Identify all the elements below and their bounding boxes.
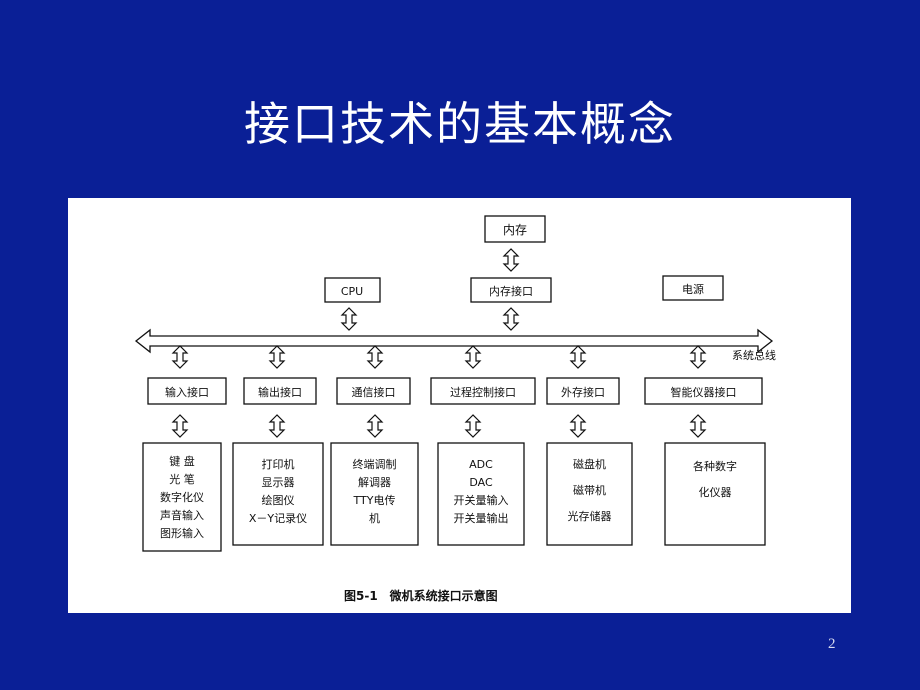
system-bus — [134, 328, 774, 354]
device-arrow-1 — [172, 414, 188, 438]
device-item: 开关量输入 — [454, 493, 509, 507]
device-item: TTY电传 — [353, 494, 396, 507]
cpu-arrow — [341, 307, 357, 331]
device-item: 数字化仪 — [160, 490, 204, 504]
device-arrow-4 — [465, 414, 481, 438]
device-item: 各种数字 — [693, 459, 737, 473]
interface-box-6 — [644, 377, 763, 405]
device-box-1 — [142, 442, 222, 552]
device-item: 光 笔 — [169, 472, 195, 486]
device-item: 化仪器 — [699, 485, 732, 499]
bus-label: 系统总线 — [732, 348, 776, 362]
device-item: 解调器 — [358, 475, 391, 489]
device-item: ADC — [469, 458, 493, 471]
device-item: 显示器 — [262, 476, 295, 489]
device-box-5 — [546, 442, 633, 546]
device-arrow-6 — [690, 414, 706, 438]
interface-box-5 — [546, 377, 620, 405]
bus-arrow-4 — [465, 345, 481, 369]
interface-label-2: 输出接口 — [258, 385, 302, 399]
power-box — [662, 275, 724, 301]
interface-label-4: 过程控制接口 — [450, 385, 516, 399]
memory-label: 内存 — [503, 223, 527, 237]
device-item: 磁盘机 — [573, 457, 606, 471]
device-box-4 — [437, 442, 525, 546]
device-arrow-3 — [367, 414, 383, 438]
device-arrow-5 — [570, 414, 586, 438]
interface-label-1: 输入接口 — [165, 385, 209, 399]
device-item: 光存储器 — [568, 509, 612, 523]
device-item: 图形输入 — [160, 526, 204, 540]
cpu-box — [324, 277, 381, 303]
slide-title: 接口技术的基本概念 — [244, 97, 676, 151]
memory-interface-label: 内存接口 — [489, 284, 533, 298]
device-item: DAC — [469, 476, 493, 489]
bus-arrow-5 — [570, 345, 586, 369]
power-label: 电源 — [682, 282, 704, 296]
page-number: 2 — [828, 636, 836, 652]
bus-arrow-3 — [367, 345, 383, 369]
interface-label-6: 智能仪器接口 — [671, 385, 737, 399]
device-item: 打印机 — [262, 457, 295, 471]
device-box-3 — [330, 442, 419, 546]
bus-arrow-1 — [172, 345, 188, 369]
bus-arrow-2 — [269, 345, 285, 369]
interface-box-2 — [243, 377, 317, 405]
device-item: 终端调制 — [353, 457, 397, 471]
diagram-panel: 内存 内存接口 CPU 电源 系统总线 输入接口键 盘光 笔数字化仪声音输入图形… — [68, 198, 851, 613]
device-item: X－Y记录仪 — [249, 512, 307, 525]
bus-arrow-6 — [690, 345, 706, 369]
device-item: 开关量输出 — [454, 511, 509, 525]
device-item: 磁带机 — [573, 483, 606, 497]
interface-label-3: 通信接口 — [352, 386, 396, 399]
device-box-2 — [232, 442, 324, 546]
interface-label-5: 外存接口 — [561, 385, 605, 399]
memory-interface-arrow — [503, 307, 519, 331]
device-item: 声音输入 — [160, 508, 204, 522]
interface-box-3 — [336, 377, 411, 405]
device-item: 机 — [369, 511, 380, 525]
figure-caption: 图5-1 微机系统接口示意图 — [344, 588, 498, 603]
interface-box-4 — [430, 377, 536, 405]
memory-interface-box — [470, 277, 552, 303]
device-arrow-2 — [269, 414, 285, 438]
memory-arrow — [503, 248, 519, 272]
cpu-label: CPU — [341, 285, 363, 298]
device-item: 绘图仪 — [262, 493, 295, 507]
interface-box-1 — [147, 377, 227, 405]
memory-box — [484, 215, 546, 243]
device-item: 键 盘 — [169, 454, 195, 468]
device-box-6 — [664, 442, 766, 546]
